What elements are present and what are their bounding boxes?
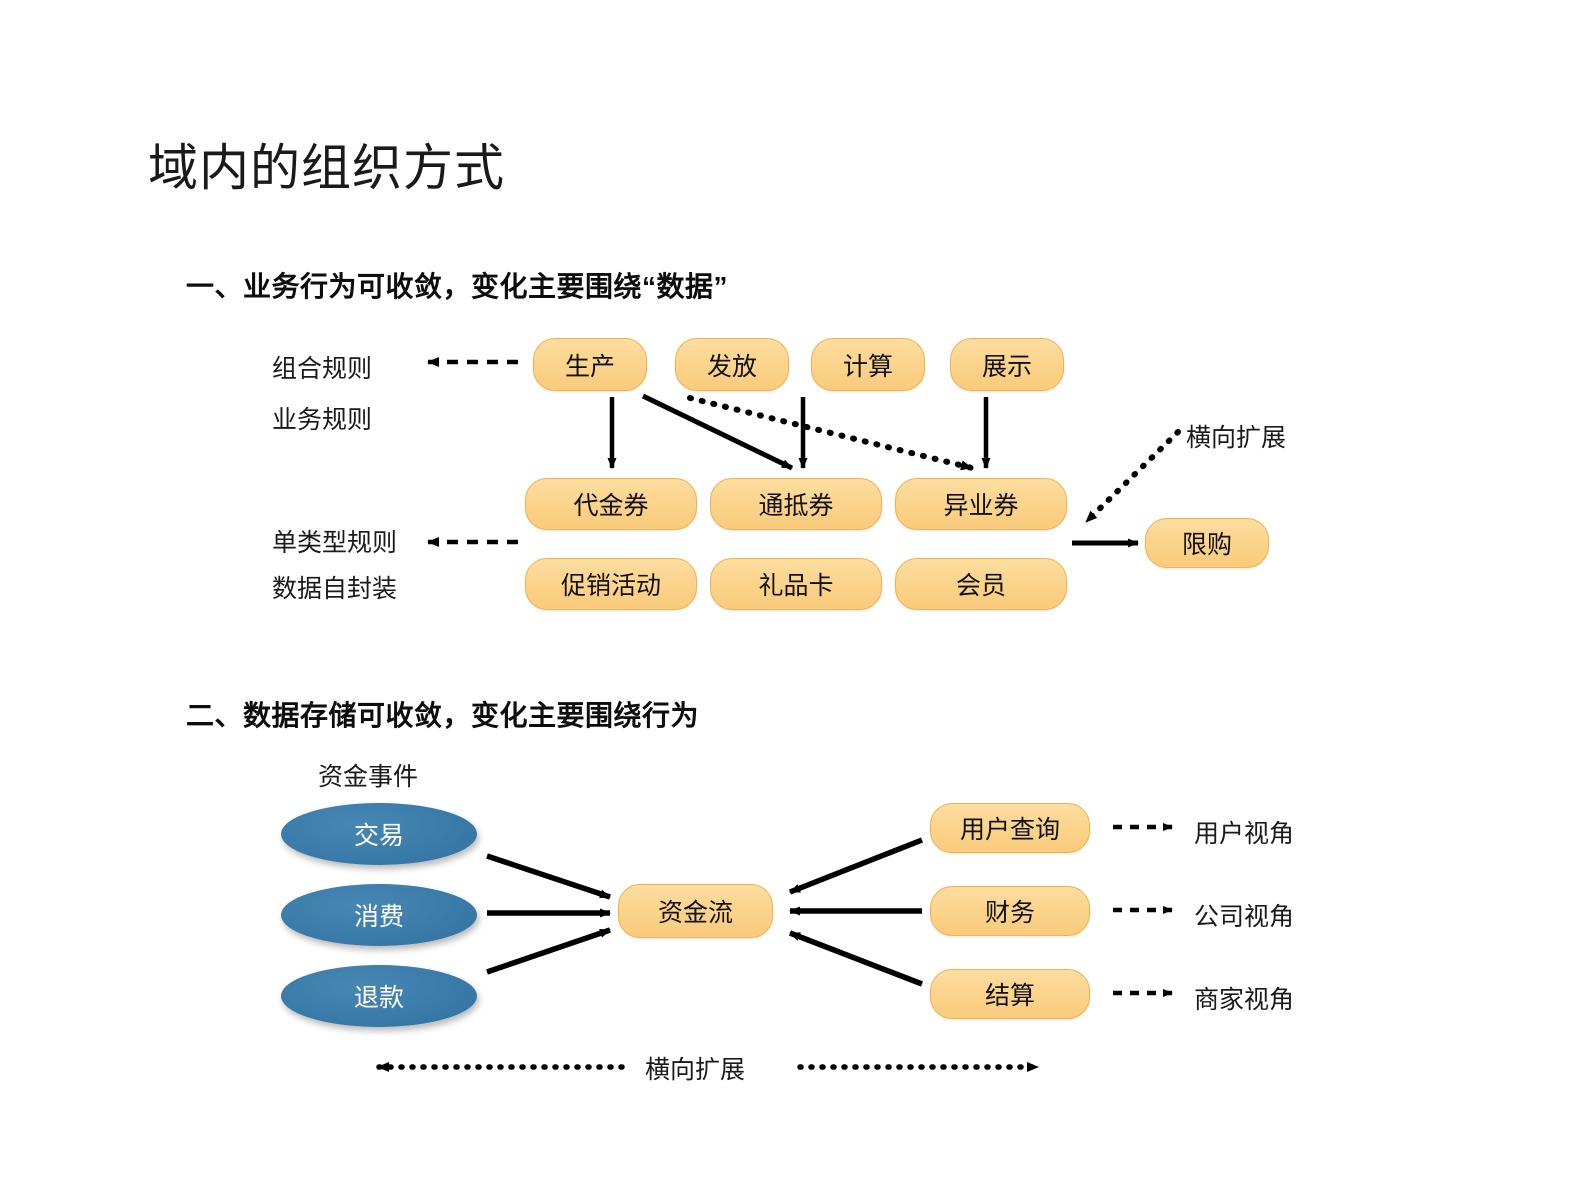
arrow-transaction-to-fund-flow — [486, 853, 611, 900]
arrow-user-query-to-fund-flow — [788, 837, 924, 895]
ellipse-transaction[interactable]: 交易 — [281, 803, 477, 865]
arrow-settlement-to-fund-flow — [789, 930, 923, 987]
label-data-self-encapsulation: 数据自封装 — [272, 575, 398, 603]
label-company-view: 公司视角 — [1194, 903, 1295, 931]
ellipse-consumption[interactable]: 消费 — [281, 884, 477, 946]
node-cross-industry-coupon[interactable]: 异业券 — [895, 478, 1067, 530]
label-single-type-rule: 单类型规则 — [272, 529, 398, 557]
section-1-heading: 一、业务行为可收敛，变化主要围绕“数据” — [186, 271, 729, 302]
label-composite-rule: 组合规则 — [272, 355, 373, 383]
label-business-rule: 业务规则 — [272, 406, 373, 434]
label-fund-event: 资金事件 — [318, 763, 419, 791]
label-merchant-view: 商家视角 — [1194, 986, 1295, 1014]
arrow-horizontal-extension-1 — [1083, 429, 1181, 525]
node-fund-flow[interactable]: 资金流 — [618, 884, 773, 938]
node-promotion[interactable]: 促销活动 — [525, 558, 697, 610]
page-title: 域内的组织方式 — [148, 140, 505, 196]
label-horizontal-extension-1: 横向扩展 — [1186, 424, 1287, 452]
node-membership[interactable]: 会员 — [895, 558, 1067, 610]
arrow-produce-to-general-coupon — [641, 393, 794, 471]
arrow-issue-to-cross-industry-coupon — [687, 395, 975, 471]
label-horizontal-extension-2: 横向扩展 — [645, 1056, 746, 1084]
label-user-view: 用户视角 — [1194, 820, 1295, 848]
node-general-coupon[interactable]: 通抵券 — [710, 478, 882, 530]
ellipse-refund[interactable]: 退款 — [281, 965, 477, 1027]
section-2-heading: 二、数据存储可收敛，变化主要围绕行为 — [186, 700, 700, 731]
node-purchase-limit[interactable]: 限购 — [1145, 518, 1269, 568]
arrow-refund-to-fund-flow — [486, 927, 611, 975]
node-issue[interactable]: 发放 — [675, 338, 789, 391]
node-settlement[interactable]: 结算 — [930, 969, 1090, 1019]
node-gift-card[interactable]: 礼品卡 — [710, 558, 882, 610]
node-user-query[interactable]: 用户查询 — [930, 803, 1090, 853]
node-display[interactable]: 展示 — [950, 338, 1064, 391]
node-produce[interactable]: 生产 — [533, 338, 647, 391]
node-calculate[interactable]: 计算 — [811, 338, 925, 391]
node-finance[interactable]: 财务 — [930, 886, 1090, 936]
node-voucher[interactable]: 代金券 — [525, 478, 697, 530]
